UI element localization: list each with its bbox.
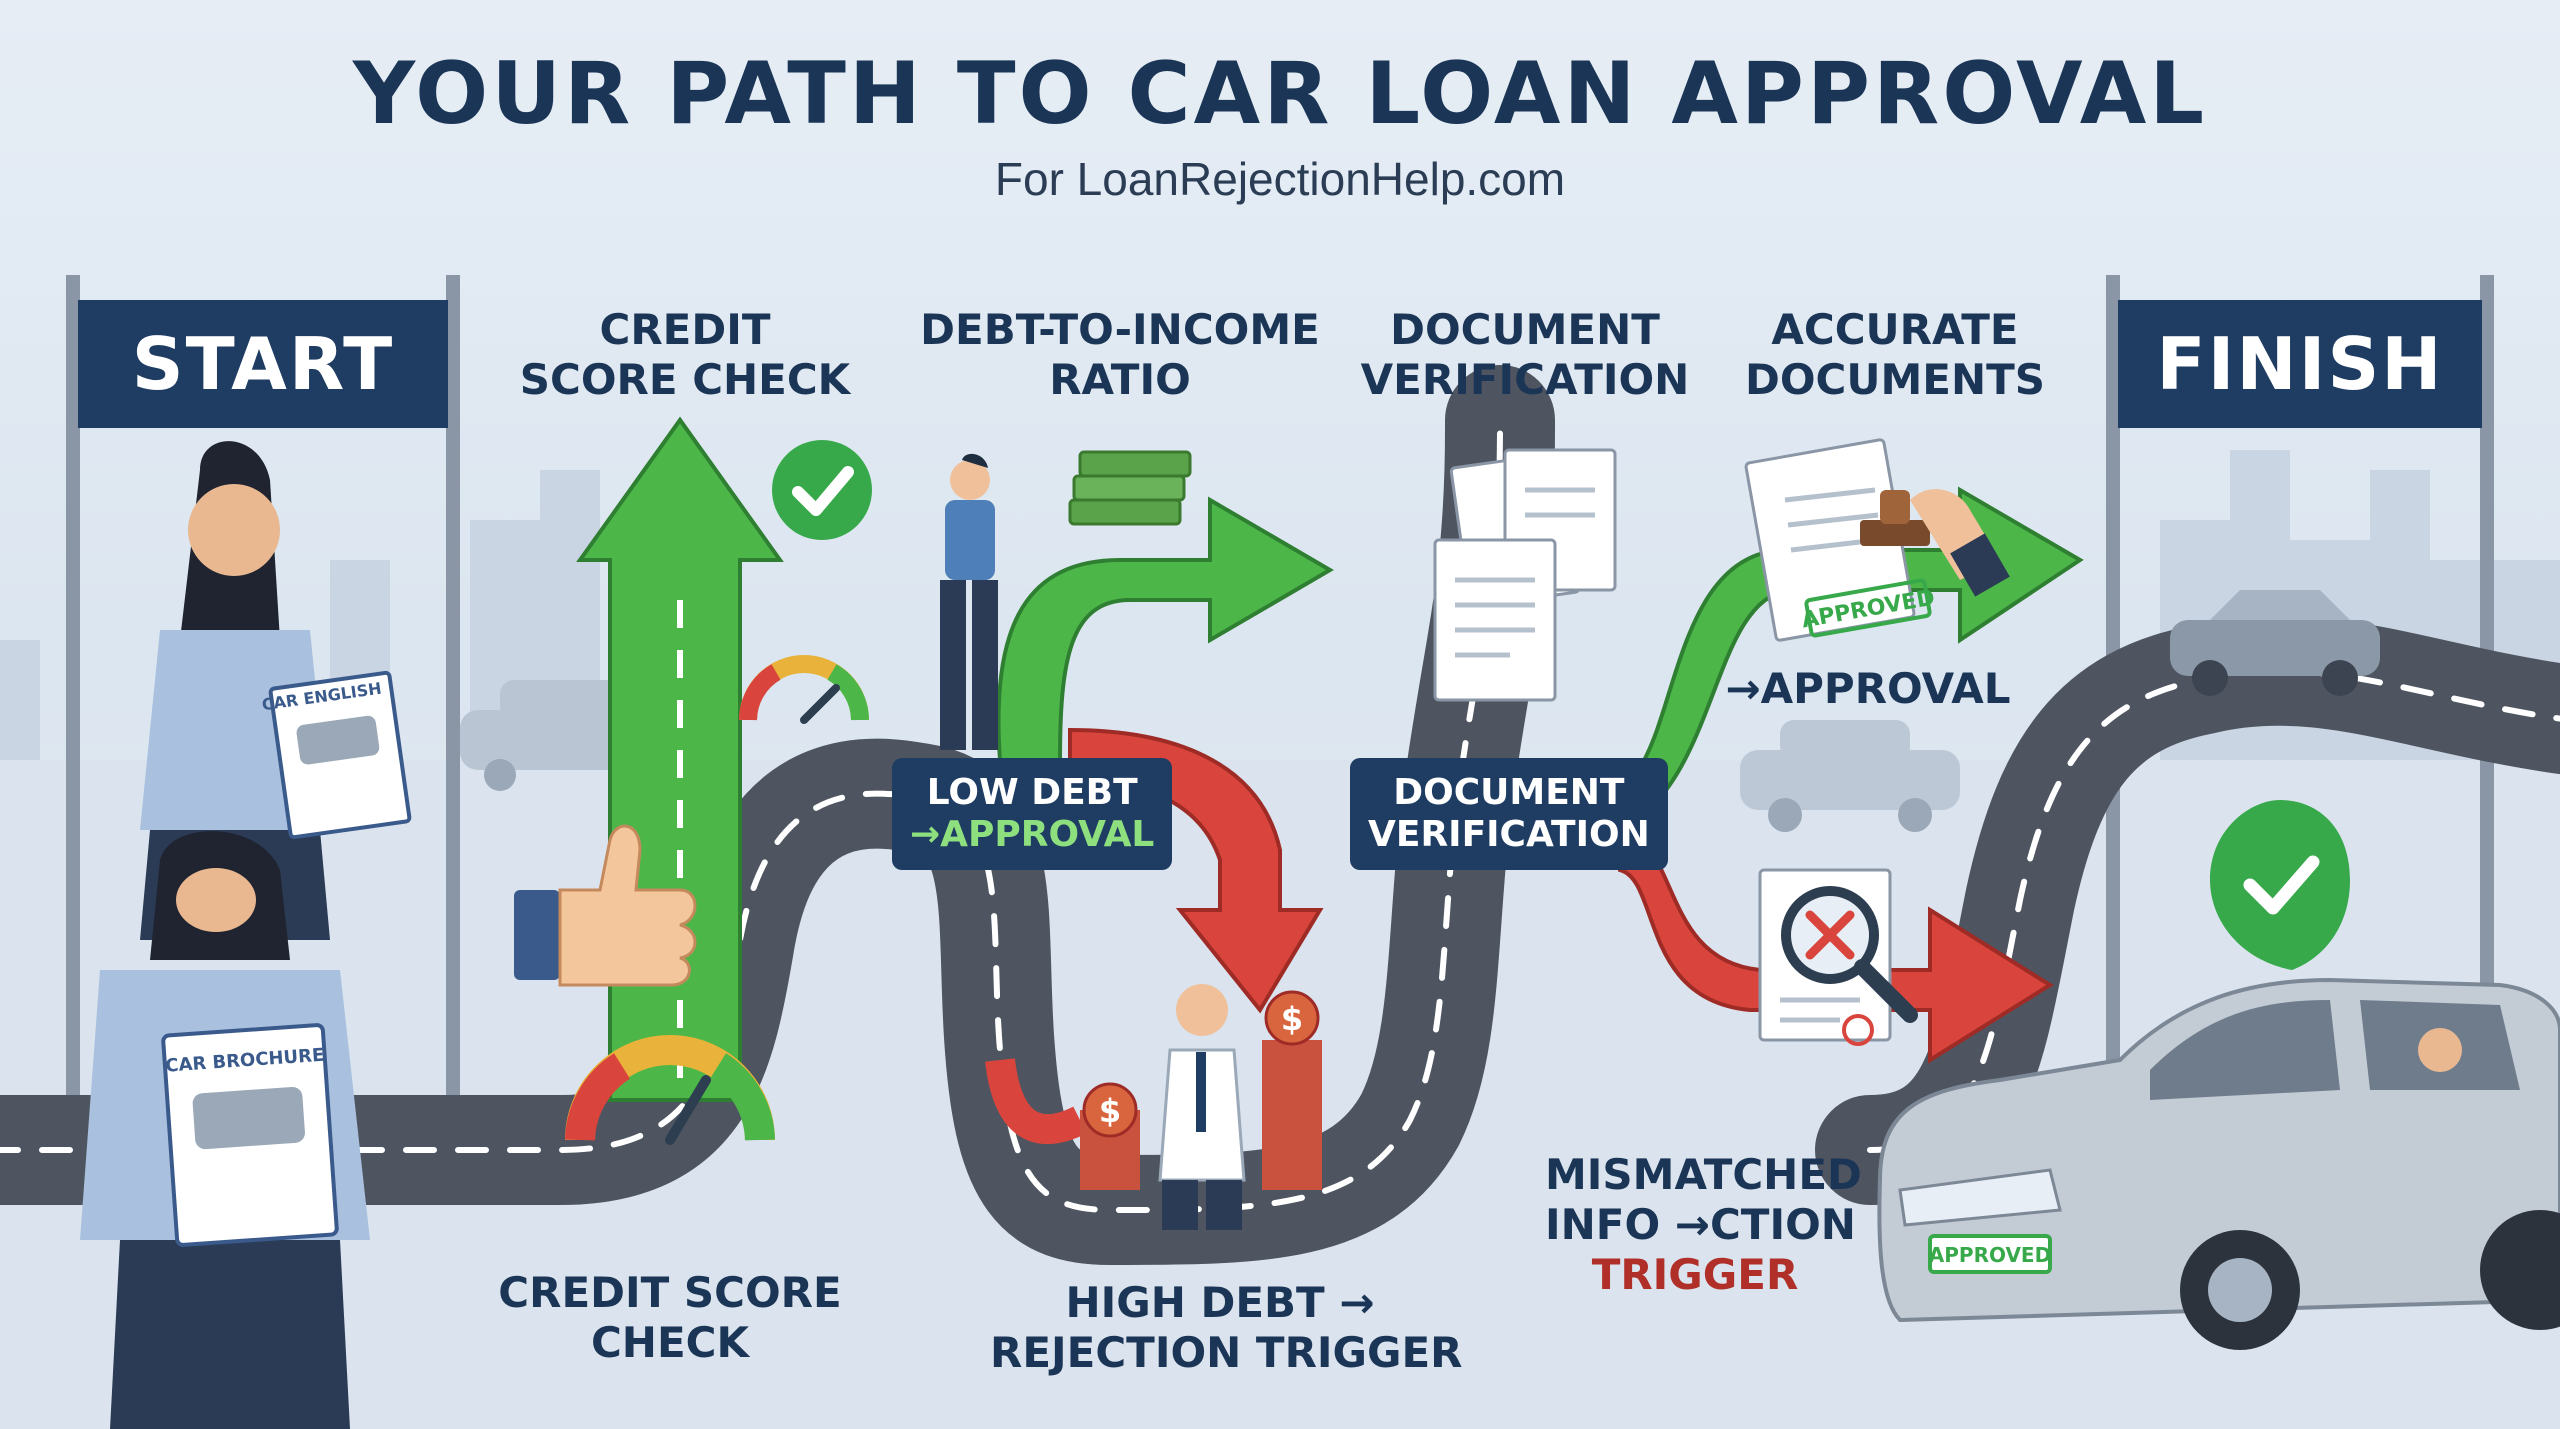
stage-label-line: DEBT-TO-INCOME bbox=[920, 305, 1320, 354]
stage-label-dti: DEBT-TO-INCOME RATIO bbox=[900, 305, 1340, 405]
stage-label-line: ACCURATE bbox=[1771, 305, 2019, 354]
speedometer-icon bbox=[739, 655, 869, 724]
stage-label-line: SCORE CHECK bbox=[519, 355, 851, 404]
coin-symbol: $ bbox=[1099, 1092, 1121, 1130]
page-title: YOUR PATH TO CAR LOAN APPROVAL bbox=[352, 44, 2208, 144]
coin-symbol: $ bbox=[1281, 1000, 1303, 1038]
speedometer-icon bbox=[565, 1035, 775, 1145]
stamp-icon bbox=[1860, 489, 2010, 597]
stage-label-line: VERIFICATION bbox=[1360, 355, 1690, 404]
coin-stack-icon: $ bbox=[1080, 1082, 1140, 1190]
page-subtitle: For LoanRejectionHelp.com bbox=[994, 153, 1566, 205]
credit-score-note: CREDIT SCORE CHECK bbox=[480, 1268, 860, 1368]
road-box-line: VERIFICATION bbox=[1368, 814, 1650, 855]
note-line: REJECTION TRIGGER bbox=[990, 1328, 1463, 1377]
note-line: INFO →CTION bbox=[1545, 1200, 1856, 1249]
approved-document: APPROVED bbox=[1744, 438, 1937, 642]
road-box-line: LOW DEBT bbox=[926, 772, 1138, 813]
stage-label-credit-score: CREDIT SCORE CHECK bbox=[510, 305, 860, 405]
magnifier-icon bbox=[1781, 886, 1918, 1023]
approval-note: →APPROVAL bbox=[1725, 664, 2011, 713]
note-line: HIGH DEBT → bbox=[1065, 1278, 1375, 1327]
plate-text: APPROVED bbox=[1929, 1243, 2051, 1267]
check-circle-icon bbox=[772, 440, 872, 540]
woman-with-brochure-bottom: CAR BROCHURE bbox=[80, 831, 370, 1429]
person-analyst bbox=[940, 453, 998, 750]
document-verification-box: DOCUMENT VERIFICATION bbox=[1350, 758, 1668, 870]
road-box-line: →APPROVAL bbox=[910, 814, 1155, 855]
stage-label-line: DOCUMENT bbox=[1390, 305, 1660, 354]
stage-label-accurate-documents: ACCURATE DOCUMENTS bbox=[1730, 305, 2060, 405]
coin-stack-icon: $ bbox=[1262, 990, 1322, 1190]
stressed-person bbox=[1158, 984, 1246, 1230]
mismatched-red-arrow bbox=[1618, 827, 2054, 1064]
thumbs-up-icon bbox=[514, 824, 697, 987]
note-line: CREDIT SCORE bbox=[498, 1268, 842, 1317]
money-stack-icon bbox=[1068, 450, 1192, 526]
mismatched-info-note: MISMATCHED INFO →CTION TRIGGER bbox=[1545, 1150, 1862, 1300]
start-gate-posts bbox=[66, 275, 460, 1105]
document-icon bbox=[1433, 448, 1617, 702]
low-debt-approval-box: LOW DEBT →APPROVAL bbox=[892, 758, 1173, 870]
note-line: MISMATCHED bbox=[1545, 1150, 1862, 1199]
car-icon bbox=[2170, 590, 2380, 696]
stage-label-line: RATIO bbox=[1049, 355, 1191, 404]
background-car-right bbox=[1740, 720, 1960, 832]
car-icon: APPROVED bbox=[1877, 977, 2560, 1350]
stage-label-document-verification: DOCUMENT VERIFICATION bbox=[1350, 305, 1700, 405]
note-line: CHECK bbox=[590, 1318, 750, 1367]
high-debt-note: HIGH DEBT → REJECTION TRIGGER bbox=[990, 1278, 1463, 1378]
stage-label-line: CREDIT bbox=[599, 305, 771, 354]
check-circle-icon bbox=[2210, 800, 2350, 1000]
road-box-line: DOCUMENT bbox=[1393, 772, 1625, 813]
stage-label-line: DOCUMENTS bbox=[1744, 355, 2046, 404]
finish-sign: FINISH bbox=[2118, 300, 2482, 428]
dti-green-arrow bbox=[996, 496, 1334, 762]
start-sign: START bbox=[78, 300, 448, 428]
note-line: TRIGGER bbox=[1591, 1250, 1799, 1299]
